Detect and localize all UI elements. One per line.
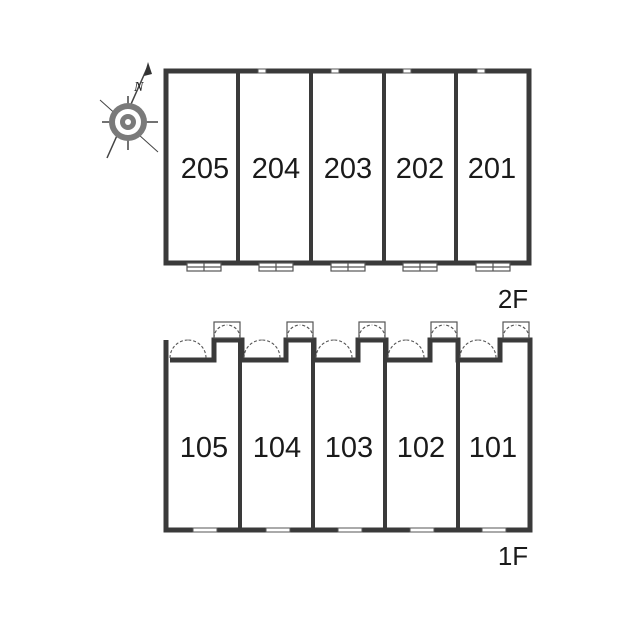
room-202: 202 <box>396 153 444 185</box>
room-102: 102 <box>397 432 445 464</box>
floor-label-2f: 2F <box>498 284 528 314</box>
room-105: 105 <box>180 432 228 464</box>
floor-label-1f: 1F <box>498 541 528 571</box>
room-204: 204 <box>252 153 300 185</box>
floor-2f: 205 204 203 202 201 2F <box>163 68 532 314</box>
room-201: 201 <box>468 153 516 185</box>
room-101: 101 <box>469 432 517 464</box>
room-205: 205 <box>181 153 229 185</box>
floor-1f: 105 104 103 102 101 1F <box>163 321 533 571</box>
room-203: 203 <box>324 153 372 185</box>
room-103: 103 <box>325 432 373 464</box>
room-104: 104 <box>253 432 301 464</box>
compass-north-label: N <box>133 80 144 95</box>
compass-north-icon: N <box>99 62 159 159</box>
